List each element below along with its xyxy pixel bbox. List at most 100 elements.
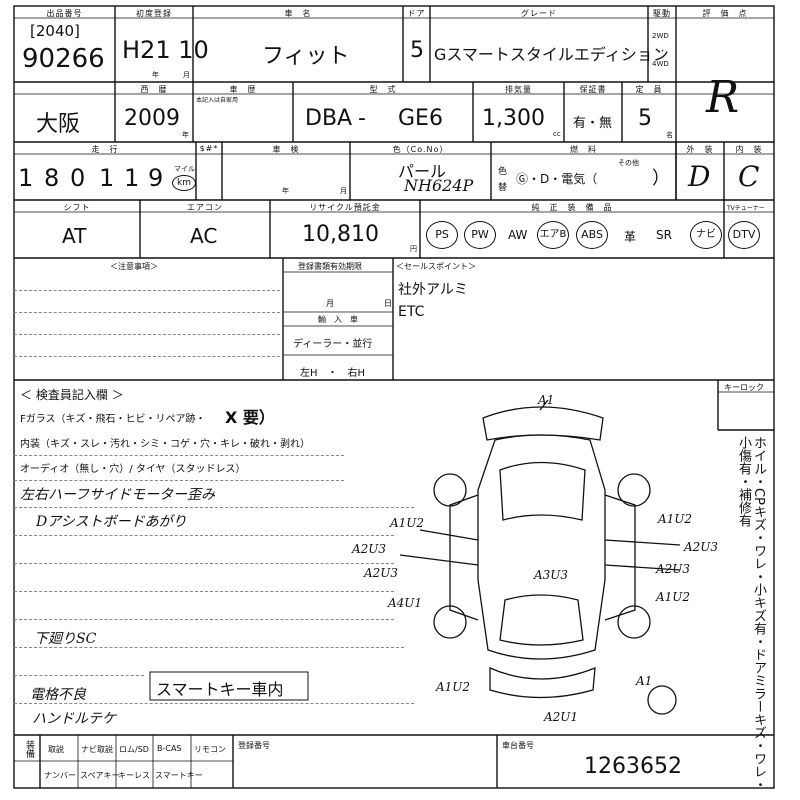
footer-item: リモコン <box>194 745 226 754</box>
first-reg-label: 初度登録 <box>136 9 172 18</box>
mileage-digit: 0 <box>70 164 86 192</box>
hand-note-5: ハンドルテケ <box>32 711 116 727</box>
doors: 5 <box>410 38 424 63</box>
km-unit: km <box>172 175 196 191</box>
car-name-label: 車 名 <box>284 9 312 18</box>
capacity-label: 定 員 <box>635 85 663 94</box>
interior-score: C <box>738 160 760 193</box>
score-label: 評 価 点 <box>702 9 748 18</box>
mark-left-1: A1U2 <box>390 516 425 530</box>
first-reg-month-unit: 月 <box>183 71 190 79</box>
door-label: ドア <box>407 9 426 18</box>
caution-line <box>14 290 280 291</box>
equip-airbag: エアB <box>537 221 569 249</box>
fuel-other: その他 <box>618 159 639 167</box>
car-name: フィット <box>262 44 350 69</box>
lot-number: 90266 <box>22 44 105 74</box>
mark-bottom-right: A1 <box>636 674 653 688</box>
equip-footer-label: 装備 <box>24 740 34 758</box>
glass-mark: X 要） <box>225 408 275 427</box>
drive-label: 駆動 <box>653 9 671 18</box>
mile-unit: マイル <box>174 165 195 173</box>
recycle-amount: 10,810 <box>302 222 379 247</box>
grade: Gスマートスタイルエディション <box>434 45 669 64</box>
mark-bottom: A2U1 <box>544 710 579 724</box>
mark-left-2: A2U3 <box>352 542 387 556</box>
interior-label: 内 装 <box>735 145 763 154</box>
car-history-note: 本記入は自家用 <box>196 97 239 104</box>
sales-point: ETC <box>398 304 425 320</box>
mileage-label: 走 行 <box>91 145 119 154</box>
year-label: 西 暦 <box>140 85 168 94</box>
reg-number-label: 登録番号 <box>238 741 270 750</box>
mark-bottom-left: A1U2 <box>436 680 471 694</box>
color-code: NH624P <box>404 176 474 195</box>
sdollar-label: $#* <box>199 144 219 153</box>
drive-4wd: 4WD <box>652 60 669 68</box>
inspection-month-unit: 月 <box>340 187 347 195</box>
interior-line: 内装（キズ・スレ・汚れ・シミ・コゲ・穴・キレ・破れ・剥れ） <box>20 439 310 450</box>
drive-2wd: 2WD <box>652 32 669 40</box>
inspector-line <box>14 507 414 508</box>
sales-point: 社外アルミ <box>398 282 468 298</box>
doc-day: 日 <box>384 299 392 308</box>
inspector-line <box>14 563 394 564</box>
recycle-label: リサイクル預託金 <box>309 203 381 212</box>
boxed-note: スマートキー車内 <box>156 680 284 699</box>
fuel-close: ） <box>652 168 670 189</box>
inspection-year-unit: 年 <box>282 187 289 195</box>
chassis-label: 車台番号 <box>502 741 534 750</box>
mileage-digit: 1 <box>18 164 34 192</box>
footer-item: ナンバー <box>44 771 76 780</box>
fuel-options: Ⓖ・D・電気（ <box>516 172 598 186</box>
recycle-yen: 円 <box>410 245 417 253</box>
mileage-digit: 9 <box>148 164 164 192</box>
car-history-label: 車 歴 <box>229 85 257 94</box>
displacement-unit: cc <box>553 130 561 138</box>
grade-label: グレード <box>521 9 557 18</box>
glass-line: Fガラス（キズ・飛石・ヒビ・リペア跡・ <box>20 414 206 425</box>
equip-aw: AW <box>508 228 528 242</box>
caution-line <box>14 334 280 335</box>
mark-right-1: A1U2 <box>658 512 693 526</box>
exterior-score: D <box>688 160 711 193</box>
tuner-label: TVチューナー <box>727 205 765 212</box>
inspector-line <box>14 647 404 648</box>
displacement: 1,300 <box>482 106 545 131</box>
mark-right-2: A2U3 <box>684 540 719 554</box>
fuel-label: 燃 料 <box>570 145 597 154</box>
footer-item: スマートキー <box>155 771 203 780</box>
color-side-2: 替 <box>498 183 508 193</box>
inspector-line <box>14 480 344 481</box>
lot-prefix: [2040] <box>30 22 80 40</box>
doc-month: 月 <box>326 299 334 308</box>
caution-line <box>14 356 280 357</box>
shift: AT <box>62 224 87 248</box>
capacity-unit: 名 <box>666 131 673 139</box>
color-name: パール <box>398 162 447 181</box>
displacement-label: 排気量 <box>505 85 532 94</box>
inspector-line <box>14 675 144 676</box>
audio-line: オーディオ（無し・穴）/ タイヤ（スタッドレス） <box>20 464 246 475</box>
equip-dtv: DTV <box>728 221 760 249</box>
equip-pw: PW <box>464 221 496 249</box>
inspector-line <box>14 703 414 704</box>
color-side-1: 色 <box>498 167 508 177</box>
model-label: 型 式 <box>369 85 397 94</box>
equip-leather: 革 <box>624 230 637 244</box>
mark-left-3: A2U3 <box>364 566 399 580</box>
hand-note-1: 左右ハーフサイドモーター歪み <box>20 487 216 503</box>
doc-label: 登録書類有効期限 <box>298 262 362 271</box>
model-code: GE6 <box>398 106 443 131</box>
steering: 左H ・ 右H <box>300 368 366 379</box>
footer-item: 取説 <box>48 745 64 754</box>
mark-right-3: A2U3 <box>656 562 691 576</box>
caution-label: ＜注意事項＞ <box>110 262 158 271</box>
reg-year-unit: 年 <box>182 131 189 139</box>
inspector-title: ＜ 検査員記入欄 ＞ <box>20 388 124 402</box>
equipment-label: 純 正 装 備 品 <box>531 203 613 212</box>
warranty: 有・無 <box>573 116 613 131</box>
caution-line <box>14 312 280 313</box>
inspector-line <box>14 619 394 620</box>
